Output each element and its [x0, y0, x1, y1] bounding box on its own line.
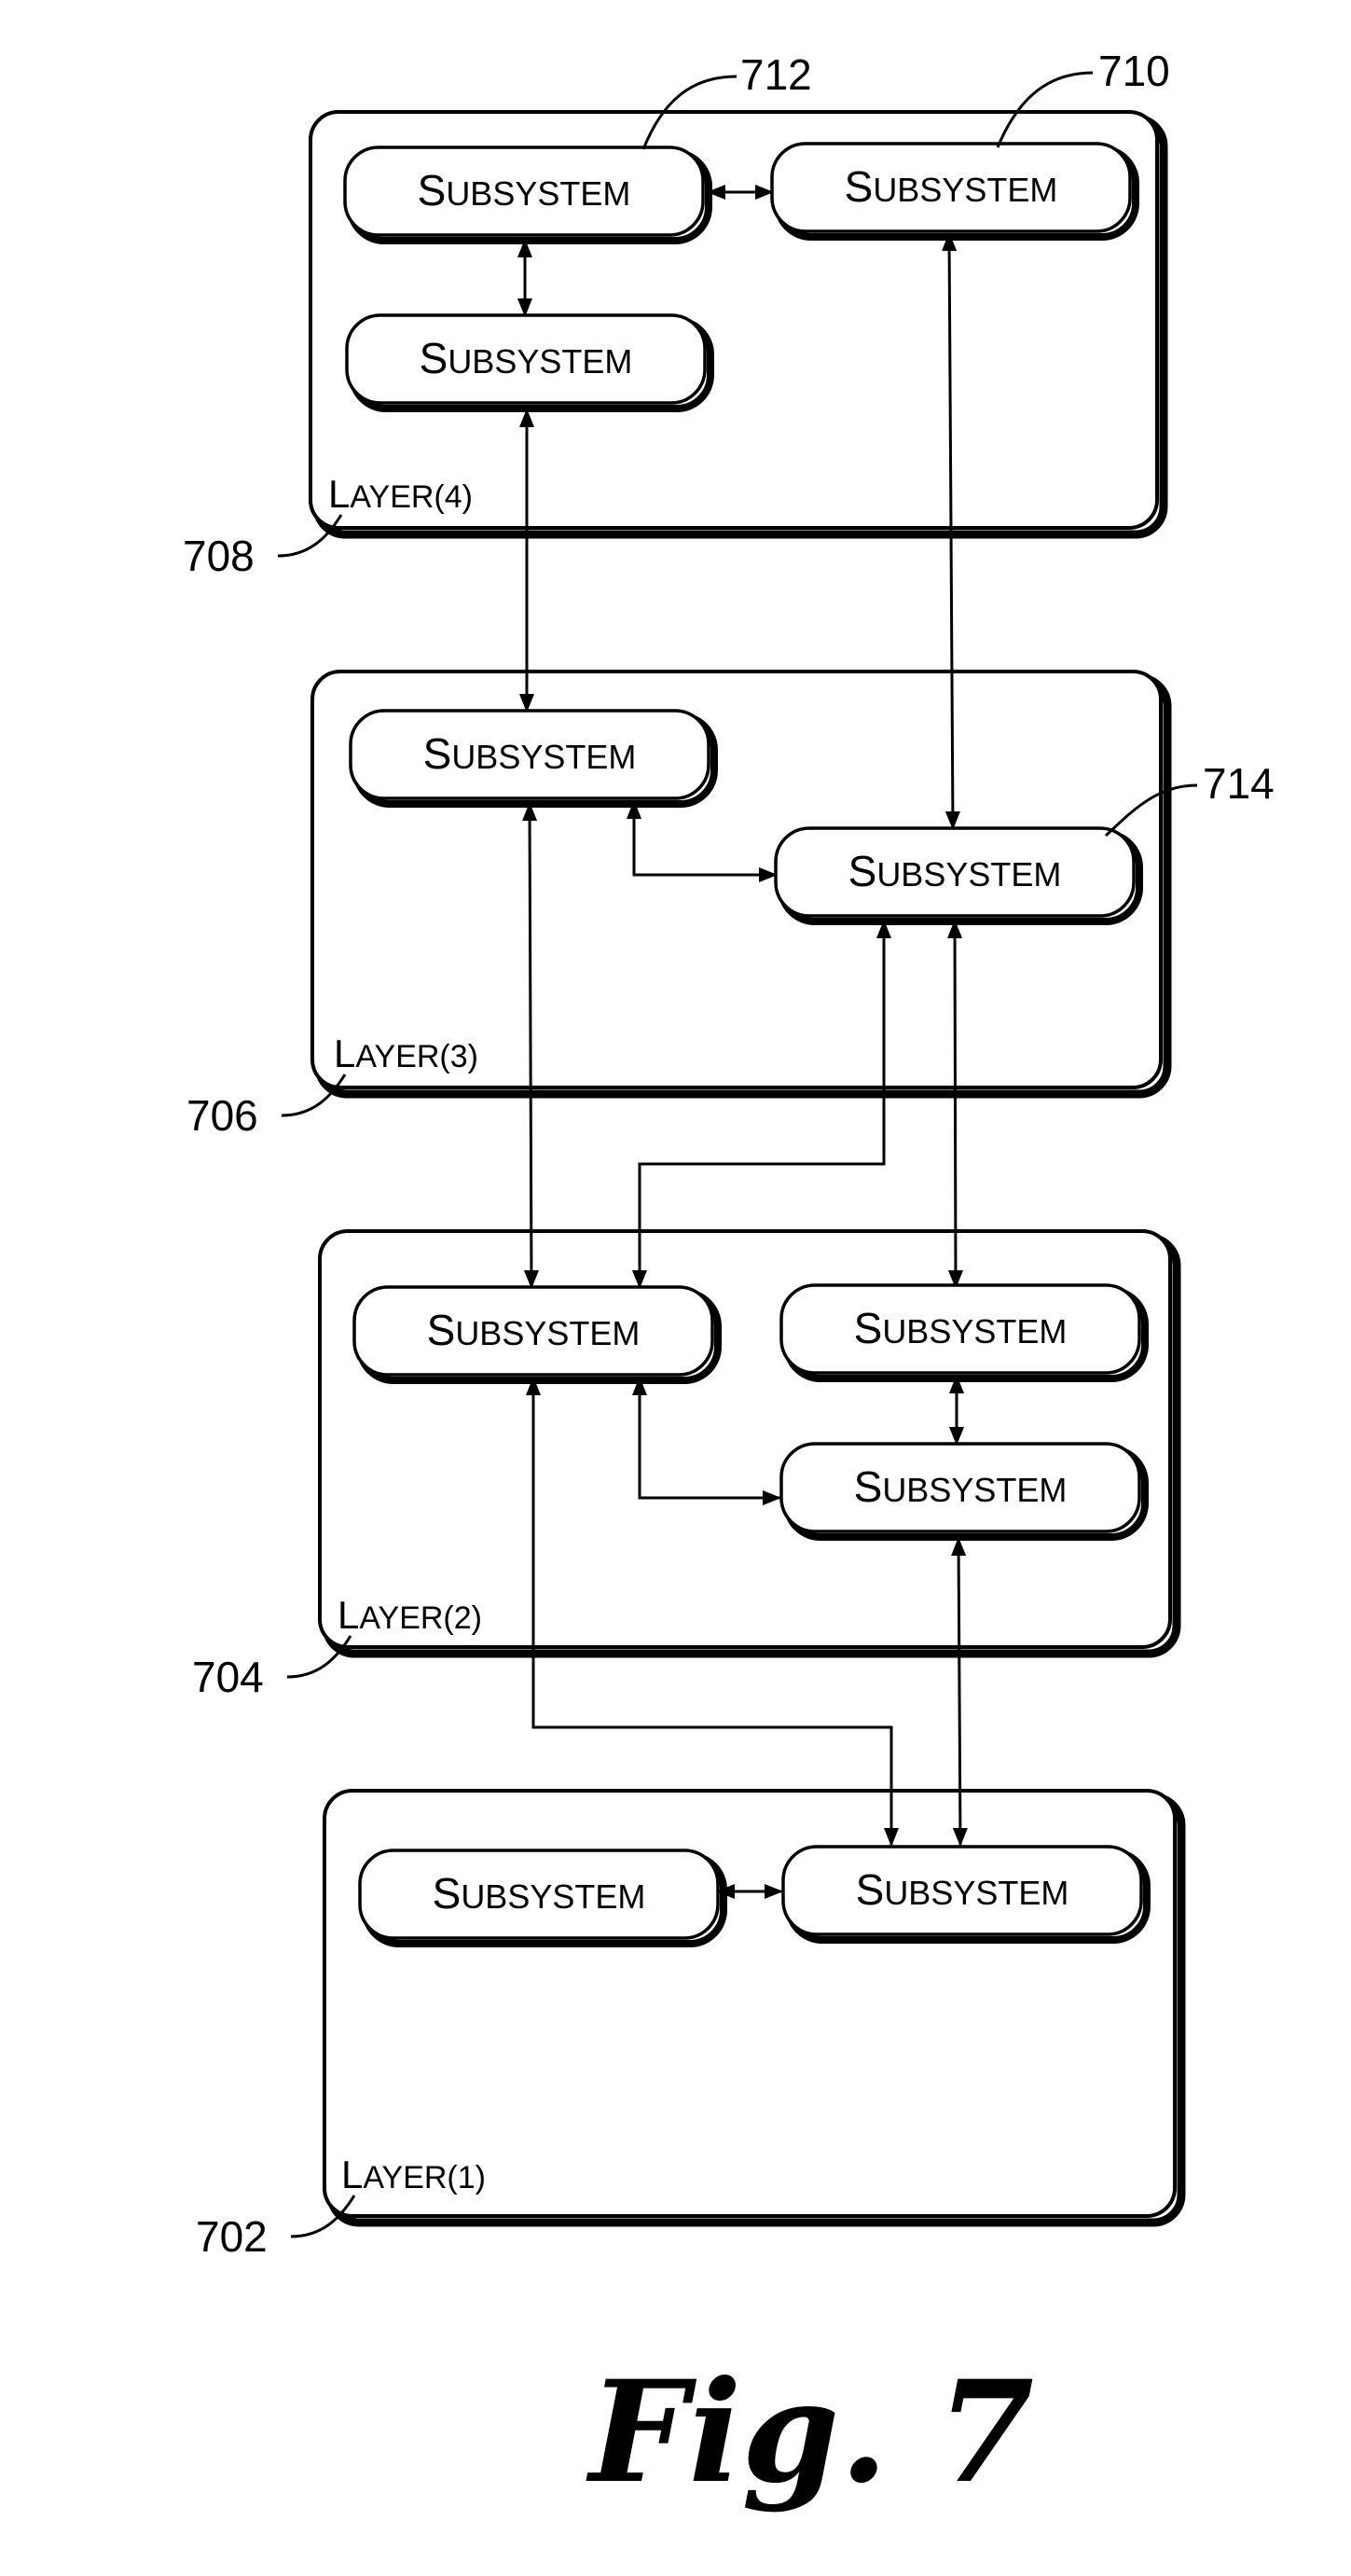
ref-708: 708	[183, 532, 255, 580]
connector-l2lower-l1sub	[958, 1539, 960, 1845]
layer-1-label: LAYER(1)	[341, 2153, 486, 2196]
subsystem-712: SUBSYSTEM	[345, 147, 709, 241]
subsystem-714: SUBSYSTEM	[776, 828, 1139, 921]
layer-2-label: LAYER(2)	[338, 1593, 482, 1637]
subsystem-710: SUBSYSTEM	[772, 144, 1136, 237]
layer-3-label: LAYER(3)	[334, 1032, 478, 1075]
ref-706: 706	[186, 1091, 258, 1140]
connector-l3sub-l2sub	[530, 804, 531, 1287]
subsystem-layer4-lower: SUBSYSTEM	[347, 315, 710, 409]
ref-702: 702	[196, 2212, 268, 2261]
ref-704: 704	[192, 1653, 264, 1701]
connector-714-l2sub-right	[955, 921, 956, 1287]
ref-710: 710	[1098, 47, 1170, 95]
subsystem-layer2-right: SUBSYSTEM	[781, 1285, 1145, 1378]
subsystem-layer1-left: SUBSYSTEM	[360, 1850, 724, 1944]
subsystem-layer2-lower: SUBSYSTEM	[781, 1444, 1145, 1537]
figure-label: Fig. 7	[586, 2350, 1034, 2514]
subsystem-layer2-left: SUBSYSTEM	[354, 1287, 718, 1380]
ref-712: 712	[740, 50, 812, 99]
layer-4-label: LAYER(4)	[328, 472, 473, 516]
ref-714: 714	[1203, 759, 1275, 808]
subsystem-layer3-left: SUBSYSTEM	[351, 711, 714, 804]
subsystem-layer1-right: SUBSYSTEM	[783, 1847, 1147, 1940]
